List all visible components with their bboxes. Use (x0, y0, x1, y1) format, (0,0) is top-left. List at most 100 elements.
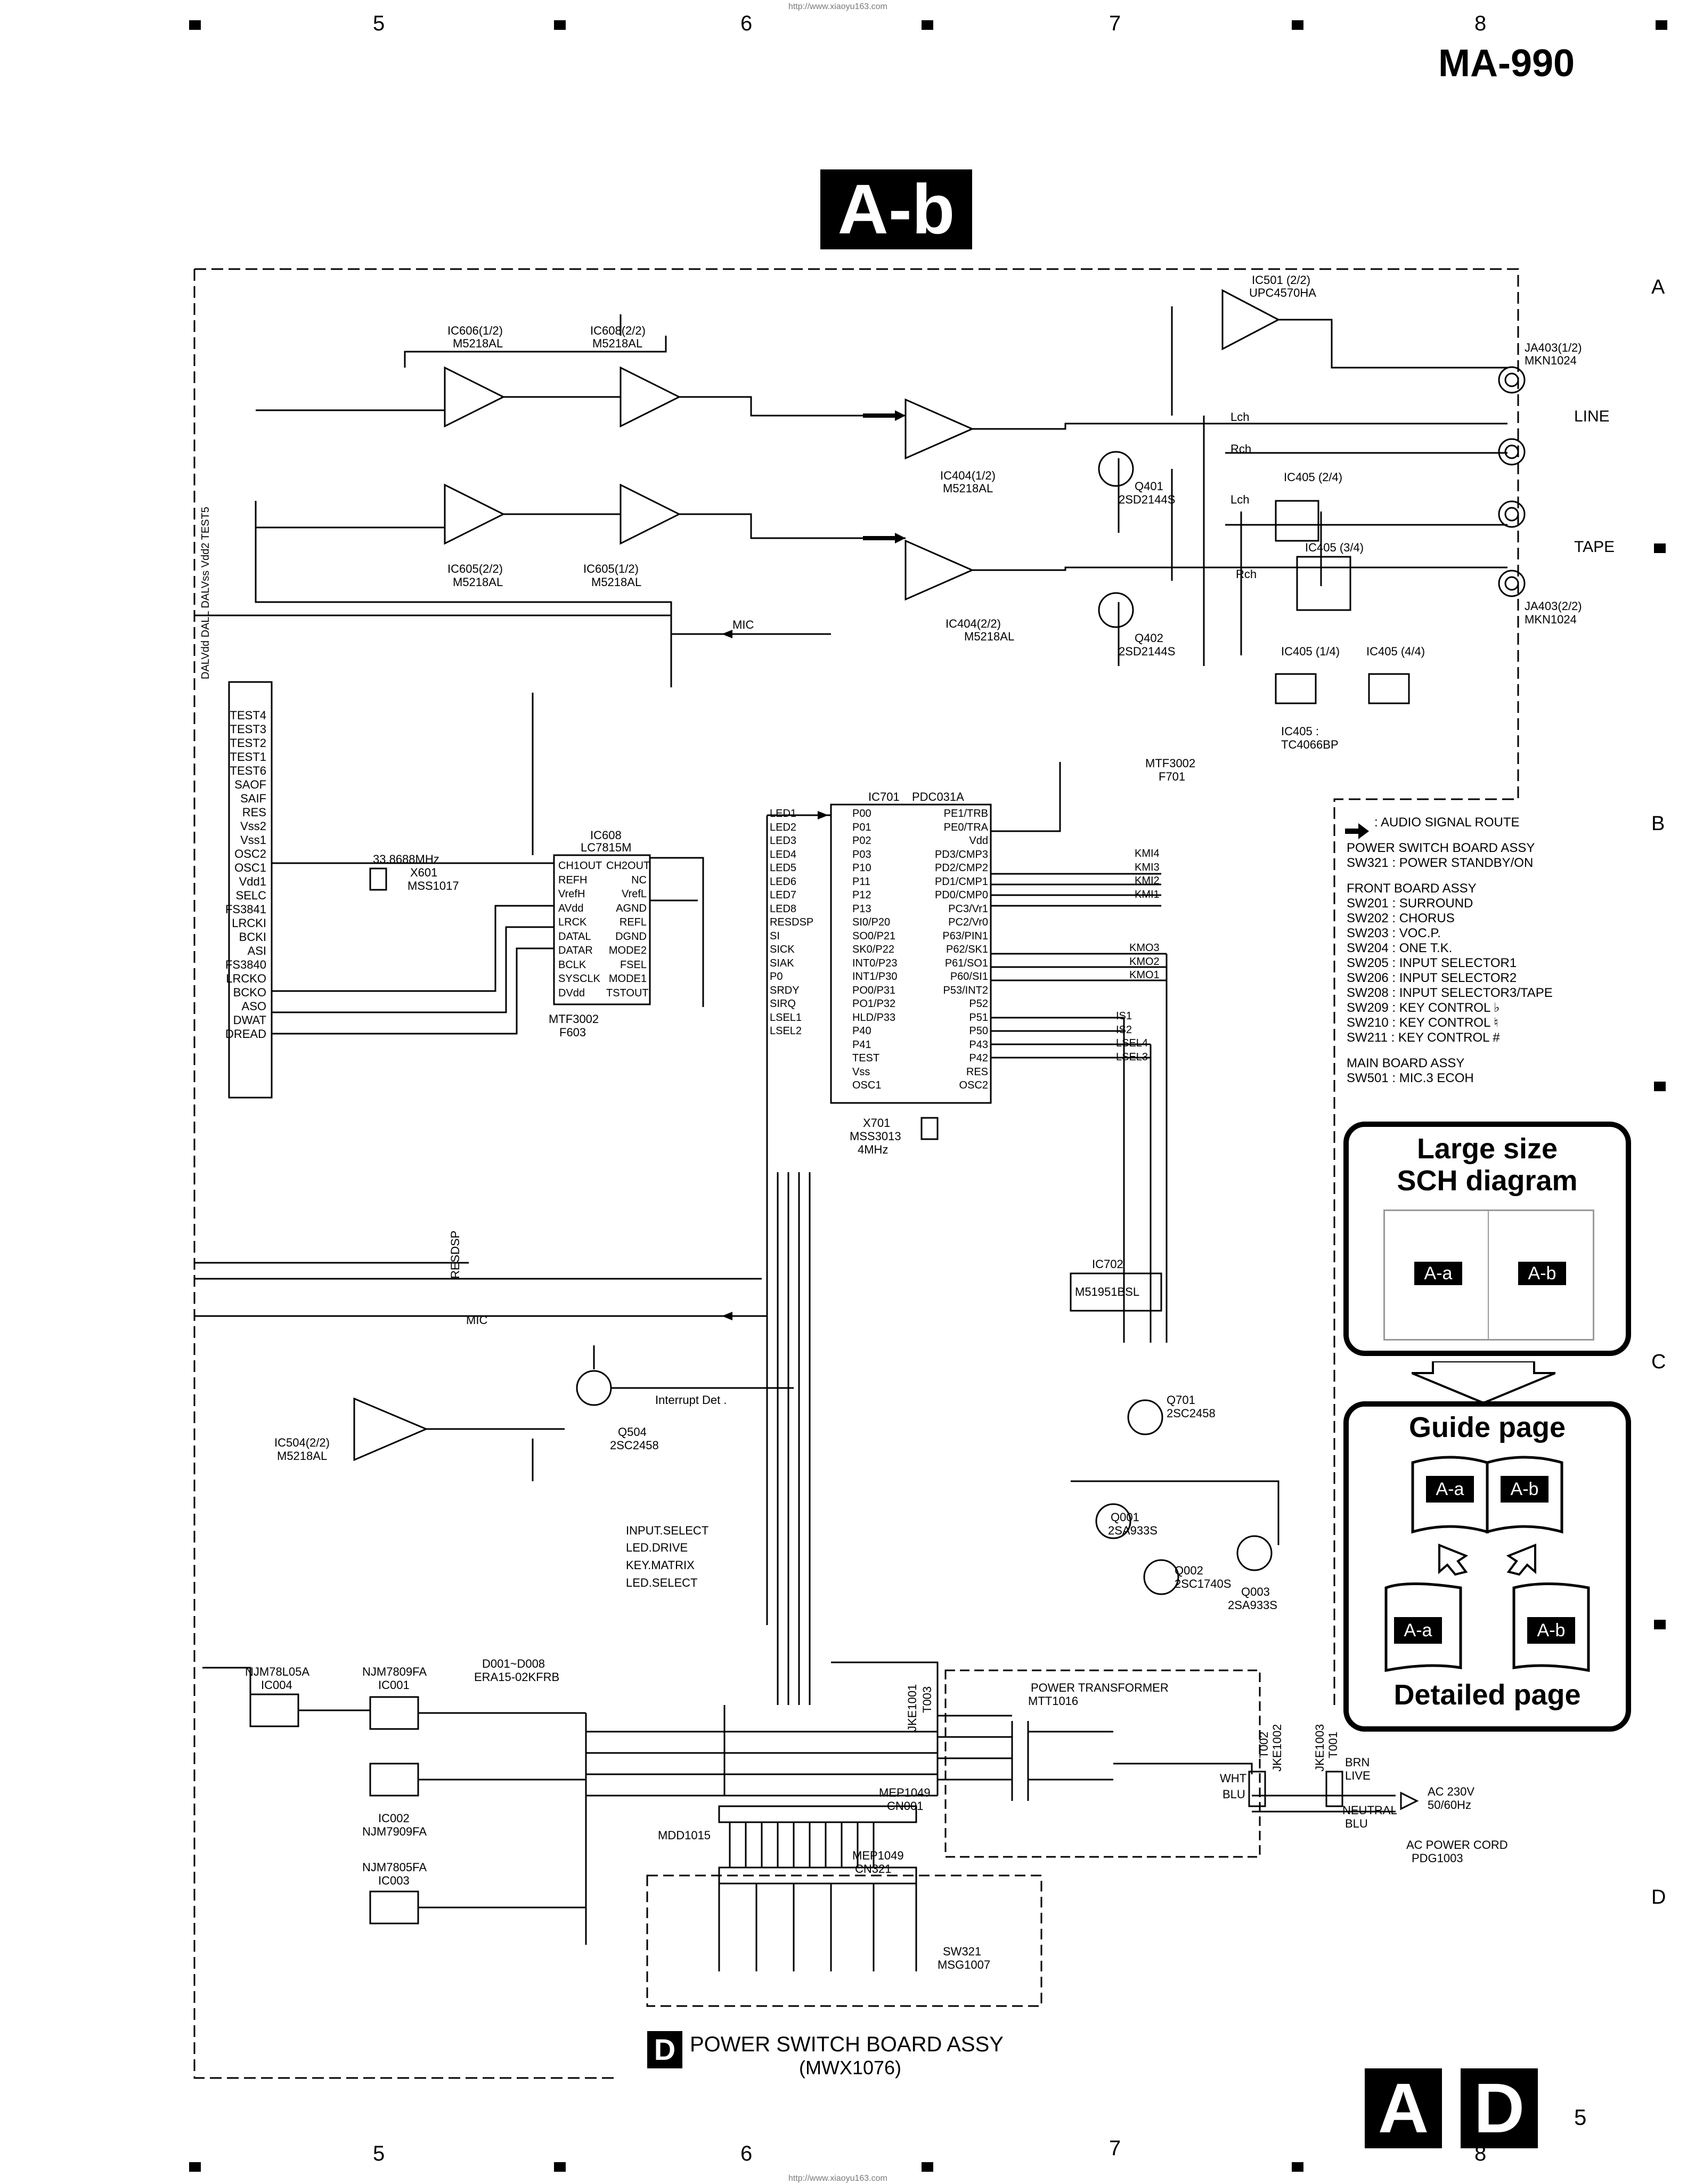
transistor-type: 2SC2458 (1167, 1407, 1216, 1420)
dsp-pin: SELC (235, 889, 266, 902)
signal-lch: Lch (1230, 410, 1250, 424)
diode-range: D001~D008 (482, 1657, 545, 1670)
ic701-signal: KMO3 (1129, 942, 1160, 954)
wire-color: WHT (1220, 1772, 1247, 1785)
legend-item: SW209 : KEY CONTROL ♭ (1347, 1001, 1500, 1015)
column-number: 7 (1109, 12, 1121, 35)
sheet-title: A-b (820, 169, 972, 249)
fuse-label: F603 (559, 1026, 586, 1039)
crystal-type: MSS3013 (850, 1130, 901, 1143)
ic701-signal: SRDY (770, 984, 800, 996)
column-number: 8 (1474, 12, 1487, 35)
footer-box-d: D (1461, 2068, 1538, 2148)
transistor-label: Q402 (1135, 631, 1163, 645)
column-number: 6 (740, 2142, 753, 2165)
ic701-pin: Vdd (969, 835, 988, 847)
ic701-signal: LED7 (770, 889, 797, 901)
ic608-pin: REFL (619, 916, 647, 928)
crystal-label: X701 (863, 1116, 891, 1130)
switch-legend: : AUDIO SIGNAL ROUTE POWER SWITCH BOARD … (1347, 815, 1553, 1086)
legend-item: SW201 : SURROUND (1347, 896, 1473, 911)
sch-sheet-map: A-a A-b (1383, 1209, 1594, 1341)
connector-label: T001 (1326, 1731, 1340, 1758)
ic701-signal: P0 (770, 971, 783, 983)
transistor-type: 2SD2144S (1119, 493, 1176, 506)
switch-label: SW321 (943, 1945, 982, 1958)
transistor-type: 2SC1740S (1175, 1577, 1232, 1590)
ic701-signal: SIAK (770, 957, 794, 969)
row-letter: A (1651, 276, 1665, 298)
ic-label: IC608(2/2) (590, 324, 646, 337)
transformer-label: POWER TRANSFORMER (1031, 1681, 1169, 1694)
crystal-freq: 33.8688MHz (373, 853, 439, 866)
transistor-label: Q001 (1111, 1511, 1139, 1524)
regulator-type: NJM7809FA (362, 1665, 427, 1678)
ic701-pin: TEST (852, 1052, 880, 1064)
connector-label: JKE1002 (1270, 1724, 1284, 1772)
legend-item: SW501 : MIC.3 ECOH (1347, 1071, 1474, 1085)
ic701-signal: LED3 (770, 835, 797, 847)
ac-cord-type: PDG1003 (1412, 1852, 1463, 1865)
dsp-pin: ASO (241, 1000, 266, 1013)
live-label: LIVE (1345, 1769, 1371, 1782)
connector-label: CN321 (855, 1862, 892, 1876)
ic701-signal: LED4 (770, 848, 797, 860)
legend-item: SW206 : INPUT SELECTOR2 (1347, 971, 1517, 985)
ic608-pin: MODE2 (608, 945, 647, 956)
dsp-pin: TEST1 (230, 750, 266, 764)
ic701-pin: P62/SK1 (946, 944, 988, 955)
ic701-pin: INT0/P23 (852, 957, 898, 969)
dsp-pin: Vss2 (240, 819, 266, 833)
power-switch-board-title: POWER SWITCH BOARD ASSY (690, 2033, 1004, 2056)
line-label: LINE (1574, 408, 1610, 425)
switch-type: MSG1007 (938, 1958, 991, 1971)
legend-item: SW208 : INPUT SELECTOR3/TAPE (1347, 986, 1553, 1000)
ic608-pin: LRCK (558, 916, 587, 928)
split-arrows-icon (1438, 1544, 1536, 1576)
interrupt-detect: Interrupt Det . (655, 1393, 727, 1407)
jack-type: MKN1024 (1525, 613, 1577, 626)
dsp-pin: TEST6 (230, 764, 266, 777)
ic701-signal: LSEL4 (1116, 1037, 1148, 1049)
ic701-signal: KMO1 (1129, 969, 1160, 981)
ic-label: IC608 (590, 829, 622, 842)
wire-color: BLU (1223, 1788, 1245, 1801)
ic-label: IC501 (2/2) (1252, 273, 1311, 287)
ic701-pin: OSC2 (959, 1079, 988, 1091)
transistor-label: Q401 (1135, 480, 1163, 493)
ic701-pin: PC3/Vr1 (948, 903, 988, 915)
large-sch-title-1: Large size (1416, 1133, 1558, 1165)
legend-item: SW205 : INPUT SELECTOR1 (1347, 956, 1517, 970)
dsp-pin-list: TEST4 TEST3 TEST2 TEST1 TEST6 SAOF SAIF … (192, 709, 266, 1041)
dsp-pin: Vss1 (240, 833, 266, 847)
ic608-pin: FSEL (620, 959, 647, 971)
ic701-pin: P01 (852, 821, 871, 833)
ac-voltage: AC 230V (1428, 1785, 1475, 1798)
transistor-label: Q701 (1167, 1393, 1195, 1407)
ic-type: M5218AL (591, 575, 642, 589)
registration-mark (554, 20, 566, 30)
dsp-pin: OSC2 (234, 847, 266, 860)
ic701-pin: SI0/P20 (852, 916, 891, 928)
ic701-pin: P10 (852, 862, 871, 874)
ic701-left-signals: LED1 LED2 LED3 LED4 LED5 LED6 LED7 LED8 … (770, 807, 813, 1038)
dsp-pin: FS3840 (225, 958, 266, 971)
dsp-pin: BCKI (239, 930, 266, 944)
transistor-label: Q002 (1175, 1564, 1203, 1577)
dsp-pin: RES (242, 806, 266, 819)
ic701-signal: KMO2 (1129, 955, 1160, 968)
ic701-signal: SI (770, 930, 780, 942)
ic-label: IC404(1/2) (940, 469, 996, 482)
ic701-right-signals: KMO3 KMO2 KMO1 (1129, 941, 1160, 983)
dsp-pin: DALVdd (200, 640, 211, 679)
ic701-pin: SK0/P22 (852, 944, 894, 955)
bus-label: LED.DRIVE (626, 1541, 688, 1554)
ic-type: M5218AL (453, 575, 503, 589)
ic701-pin: P03 (852, 848, 871, 860)
column-number: 6 (740, 12, 753, 35)
crystal-type: MSS1017 (408, 879, 459, 892)
dsp-pin: TEST3 (230, 722, 266, 736)
transistor-type: 2SA933S (1108, 1524, 1158, 1537)
ic-type: PDC031A (912, 790, 964, 803)
registration-mark (1656, 20, 1667, 30)
